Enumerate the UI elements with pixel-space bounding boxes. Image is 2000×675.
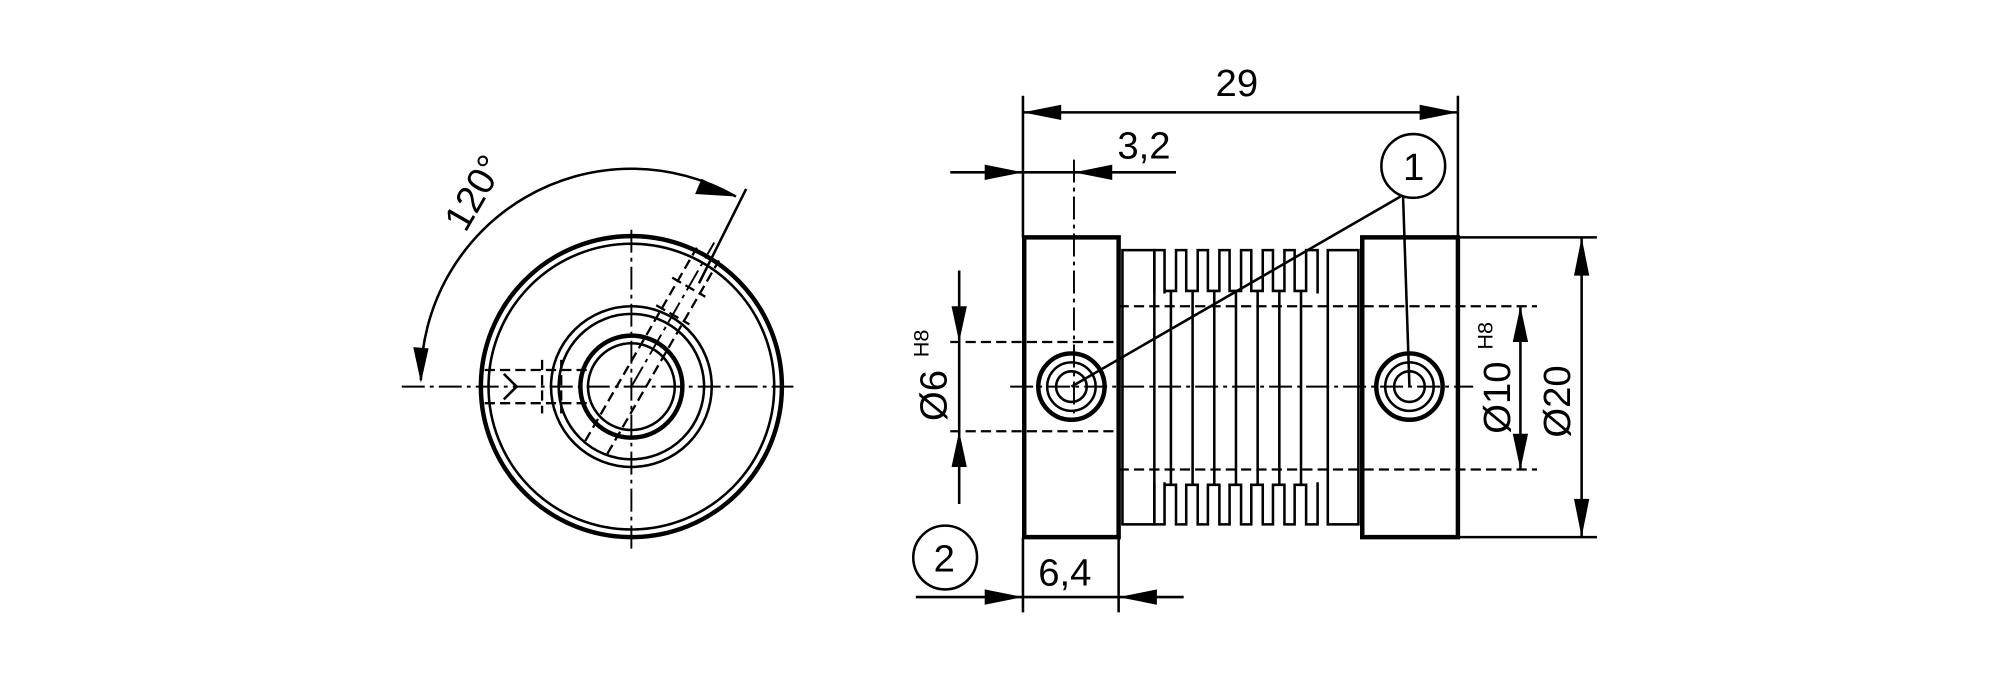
balloon-1-label: 1 <box>1403 146 1424 189</box>
dim-outer-diameter: Ø20 <box>1536 365 1579 437</box>
balloon-2-label: 2 <box>934 538 955 581</box>
dim-bore-small: Ø6 <box>912 370 955 421</box>
dim-bore-small-tolerance: H8 <box>909 330 934 358</box>
set-screw-left <box>1036 351 1107 423</box>
bellows <box>1153 248 1319 526</box>
dim-screw-offset: 3,2 <box>1117 124 1170 167</box>
dim-length-total: 29 <box>1216 62 1259 105</box>
dim-bore-large-tolerance: H8 <box>1472 322 1497 350</box>
dim-hub-width: 6,4 <box>1038 552 1091 595</box>
side-view: 29 3,2 6,4 Ø6 H8 Ø10 H8 <box>909 62 1597 613</box>
angle-arc <box>419 167 737 381</box>
balloon-1: 1 <box>1070 132 1447 388</box>
balloon-2: 2 <box>911 524 979 591</box>
dim-bore-large: Ø10 <box>1476 361 1519 433</box>
end-view: 120° <box>401 148 794 552</box>
angle-label: 120° <box>436 148 513 238</box>
